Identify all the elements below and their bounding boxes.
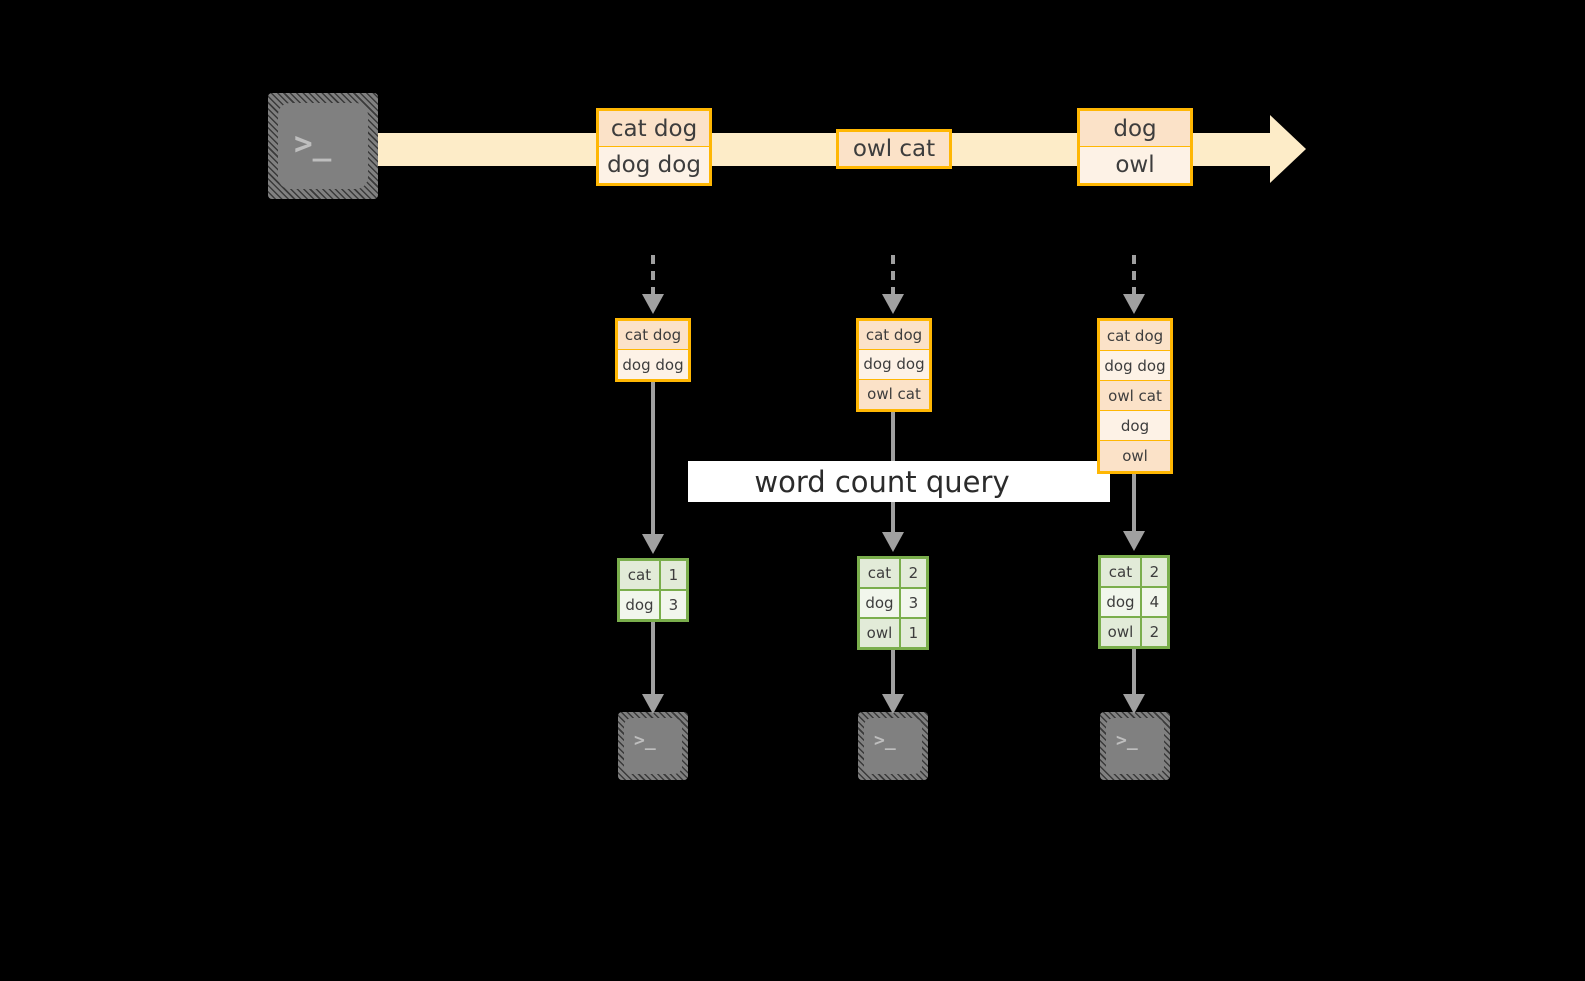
stream-message-batch-3[interactable]: dog owl	[1077, 108, 1193, 186]
source-terminal-icon[interactable]: >_	[268, 93, 378, 199]
result-to-sink-connector-t1	[651, 622, 655, 697]
table-cell-count: 2	[900, 559, 926, 587]
input-line: dog dog	[859, 350, 929, 380]
input-line: dog dog	[1100, 351, 1170, 381]
stream-message-line: dog dog	[599, 147, 709, 183]
query-arrowhead-t2	[882, 532, 904, 552]
query-connector-t1	[651, 382, 655, 537]
stream-message-line: cat dog	[599, 111, 709, 147]
stream-arrowhead	[1270, 115, 1306, 183]
input-line: cat dog	[859, 321, 929, 351]
result-table-t1[interactable]: cat 1 dog 3	[617, 558, 689, 622]
table-cell-count: 3	[900, 589, 926, 617]
stream-to-input-connector-t1	[651, 255, 655, 296]
result-to-sink-connector-t3	[1132, 649, 1136, 697]
stream-message-batch-2[interactable]: owl cat	[836, 129, 952, 169]
terminal-prompt-glyph: >_	[874, 730, 896, 751]
terminal-prompt-glyph: >_	[1116, 730, 1138, 751]
table-cell-count: 1	[900, 619, 926, 647]
table-cell-count: 4	[1141, 588, 1167, 616]
result-table-t2[interactable]: cat 2 dog 3 owl 1	[857, 556, 929, 650]
stream-to-input-arrowhead-t3	[1123, 294, 1145, 314]
table-row: cat 2	[1101, 558, 1167, 588]
table-row: cat 2	[860, 559, 926, 589]
stream-message-line: dog	[1080, 111, 1190, 147]
table-row: dog 3	[620, 591, 686, 619]
sink-terminal-icon-t2[interactable]: >_	[858, 712, 928, 780]
sink-terminal-icon-t1[interactable]: >_	[618, 712, 688, 780]
query-arrowhead-t3	[1123, 531, 1145, 551]
query-label-text: word count query	[754, 464, 1010, 499]
table-cell-word: cat	[1101, 558, 1142, 586]
table-cell-word: dog	[620, 591, 661, 619]
accumulated-input-t1[interactable]: cat dog dog dog	[615, 318, 691, 382]
table-row: cat 1	[620, 561, 686, 591]
result-to-sink-arrowhead-t2	[882, 694, 904, 714]
accumulated-input-t3[interactable]: cat dog dog dog owl cat dog owl	[1097, 318, 1173, 474]
result-to-sink-arrowhead-t1	[642, 694, 664, 714]
terminal-screen	[624, 718, 682, 774]
result-table-t3[interactable]: cat 2 dog 4 owl 2	[1098, 555, 1170, 649]
stream-to-input-connector-t2	[891, 255, 895, 296]
input-line: dog dog	[618, 350, 688, 379]
query-arrowhead-t1	[642, 534, 664, 554]
result-to-sink-arrowhead-t3	[1123, 694, 1145, 714]
input-line: owl	[1100, 441, 1170, 471]
stream-message-line: owl cat	[839, 132, 949, 166]
input-line: cat dog	[618, 321, 688, 350]
input-line: cat dog	[1100, 321, 1170, 351]
table-cell-word: owl	[860, 619, 901, 647]
table-cell-count: 3	[660, 591, 686, 619]
stream-to-input-arrowhead-t1	[642, 294, 664, 314]
stream-to-input-arrowhead-t2	[882, 294, 904, 314]
result-to-sink-connector-t2	[891, 650, 895, 697]
stream-message-batch-1[interactable]: cat dog dog dog	[596, 108, 712, 186]
stream-to-input-connector-t3	[1132, 255, 1136, 296]
table-row: owl 2	[1101, 618, 1167, 646]
table-cell-count: 2	[1141, 618, 1167, 646]
table-cell-word: dog	[860, 589, 901, 617]
table-cell-word: dog	[1101, 588, 1142, 616]
table-cell-word: cat	[860, 559, 901, 587]
input-line: owl cat	[859, 379, 929, 409]
table-row: dog 4	[1101, 588, 1167, 618]
terminal-screen	[1106, 718, 1164, 774]
table-cell-word: owl	[1101, 618, 1142, 646]
input-line: dog	[1100, 411, 1170, 441]
stream-message-line: owl	[1080, 147, 1190, 183]
query-connector-t3	[1132, 474, 1136, 535]
accumulated-input-t2[interactable]: cat dog dog dog owl cat	[856, 318, 932, 412]
terminal-prompt-glyph: >_	[634, 730, 656, 751]
terminal-prompt-glyph: >_	[294, 126, 332, 162]
terminal-screen	[864, 718, 922, 774]
table-cell-count: 2	[1141, 558, 1167, 586]
table-cell-count: 1	[660, 561, 686, 589]
table-row: dog 3	[860, 589, 926, 619]
input-line: owl cat	[1100, 381, 1170, 411]
sink-terminal-icon-t3[interactable]: >_	[1100, 712, 1170, 780]
query-label: word count query	[688, 461, 1110, 502]
table-cell-word: cat	[620, 561, 661, 589]
table-row: owl 1	[860, 619, 926, 647]
terminal-screen	[278, 103, 368, 189]
